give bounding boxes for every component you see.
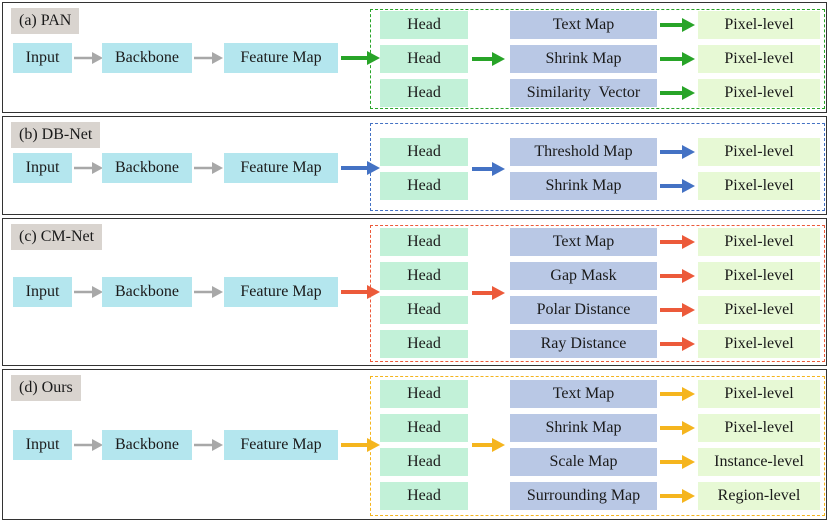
output-level-box: Pixel-level: [698, 45, 820, 73]
arrow-right-icon: [194, 439, 223, 451]
backbone-box: Backbone: [102, 277, 192, 307]
head-box: Head: [380, 138, 468, 166]
head-box: Head: [380, 262, 468, 290]
output-map-box: Shrink Map: [510, 414, 657, 442]
arrow-right-icon: [660, 337, 695, 351]
head-group-frame: [370, 9, 825, 109]
output-map-box: Polar Distance: [510, 296, 657, 324]
head-box: Head: [380, 330, 468, 358]
arrow-right-icon: [74, 162, 103, 174]
head-group-frame: [370, 123, 825, 211]
output-map-box: Text Map: [510, 11, 657, 39]
output-map-box: Text Map: [510, 228, 657, 256]
arrow-right-icon: [660, 421, 695, 435]
arrow-right-icon: [660, 455, 695, 469]
arrow-right-icon: [660, 489, 695, 503]
output-map-box: Shrink Map: [510, 45, 657, 73]
output-level-box: Pixel-level: [698, 172, 820, 200]
output-level-box: Pixel-level: [698, 414, 820, 442]
feature-map-box: Feature Map: [224, 277, 338, 307]
panel-tag: (a) PAN: [11, 8, 80, 34]
head-box: Head: [380, 296, 468, 324]
panel-pan: (a) PAN Input Backbone Feature Map Head …: [2, 2, 827, 113]
arrow-right-icon: [194, 162, 223, 174]
output-level-box: Pixel-level: [698, 79, 820, 107]
output-map-box: Scale Map: [510, 448, 657, 476]
output-level-box: Pixel-level: [698, 262, 820, 290]
panel-dbnet: (b) DB-Net Input Backbone Feature Map He…: [2, 116, 827, 215]
arrow-right-icon: [660, 52, 695, 66]
backbone-box: Backbone: [102, 43, 192, 73]
feature-map-box: Feature Map: [224, 430, 338, 460]
arrow-right-icon: [74, 52, 103, 64]
output-map-box: Text Map: [510, 380, 657, 408]
head-box: Head: [380, 228, 468, 256]
panel-ours: (d) Ours Input Backbone Feature Map Head…: [2, 369, 827, 520]
arrow-right-icon: [660, 179, 695, 193]
output-level-box: Pixel-level: [698, 296, 820, 324]
head-box: Head: [380, 448, 468, 476]
output-level-box: Pixel-level: [698, 138, 820, 166]
input-box: Input: [13, 153, 72, 183]
arrow-right-icon: [472, 52, 505, 66]
head-box: Head: [380, 45, 468, 73]
input-box: Input: [13, 430, 72, 460]
input-box: Input: [13, 277, 72, 307]
output-map-box: Gap Mask: [510, 262, 657, 290]
arrow-right-icon: [194, 286, 223, 298]
arrow-right-icon: [74, 286, 103, 298]
input-box: Input: [13, 43, 72, 73]
output-level-box: Pixel-level: [698, 228, 820, 256]
head-group-frame: [370, 376, 825, 516]
head-box: Head: [380, 11, 468, 39]
output-map-box: Shrink Map: [510, 172, 657, 200]
arrow-right-icon: [660, 86, 695, 100]
output-map-box: Surrounding Map: [510, 482, 657, 510]
feature-map-box: Feature Map: [224, 43, 338, 73]
panel-cmnet: (c) CM-Net Input Backbone Feature Map He…: [2, 218, 827, 366]
output-level-box: Region-level: [698, 482, 820, 510]
output-map-box: Threshold Map: [510, 138, 657, 166]
head-box: Head: [380, 172, 468, 200]
output-map-box: Similarity Vector: [510, 79, 657, 107]
arrow-right-icon: [660, 18, 695, 32]
head-group-frame: [370, 225, 825, 362]
panel-tag: (d) Ours: [11, 375, 81, 401]
panel-tag: (c) CM-Net: [11, 224, 103, 250]
arrow-right-icon: [472, 162, 505, 176]
head-box: Head: [380, 482, 468, 510]
arrow-right-icon: [194, 52, 223, 64]
arrow-right-icon: [74, 439, 103, 451]
head-box: Head: [380, 414, 468, 442]
head-box: Head: [380, 380, 468, 408]
panel-tag: (b) DB-Net: [11, 122, 101, 148]
arrow-right-icon: [472, 286, 505, 300]
output-map-box: Ray Distance: [510, 330, 657, 358]
arrow-right-icon: [660, 145, 695, 159]
output-level-box: Pixel-level: [698, 11, 820, 39]
arrow-right-icon: [472, 438, 505, 452]
arrow-right-icon: [660, 303, 695, 317]
output-level-box: Instance-level: [698, 448, 820, 476]
arrow-right-icon: [660, 235, 695, 249]
feature-map-box: Feature Map: [224, 153, 338, 183]
backbone-box: Backbone: [102, 153, 192, 183]
backbone-box: Backbone: [102, 430, 192, 460]
head-box: Head: [380, 79, 468, 107]
output-level-box: Pixel-level: [698, 330, 820, 358]
output-level-box: Pixel-level: [698, 380, 820, 408]
arrow-right-icon: [660, 269, 695, 283]
arrow-right-icon: [660, 387, 695, 401]
